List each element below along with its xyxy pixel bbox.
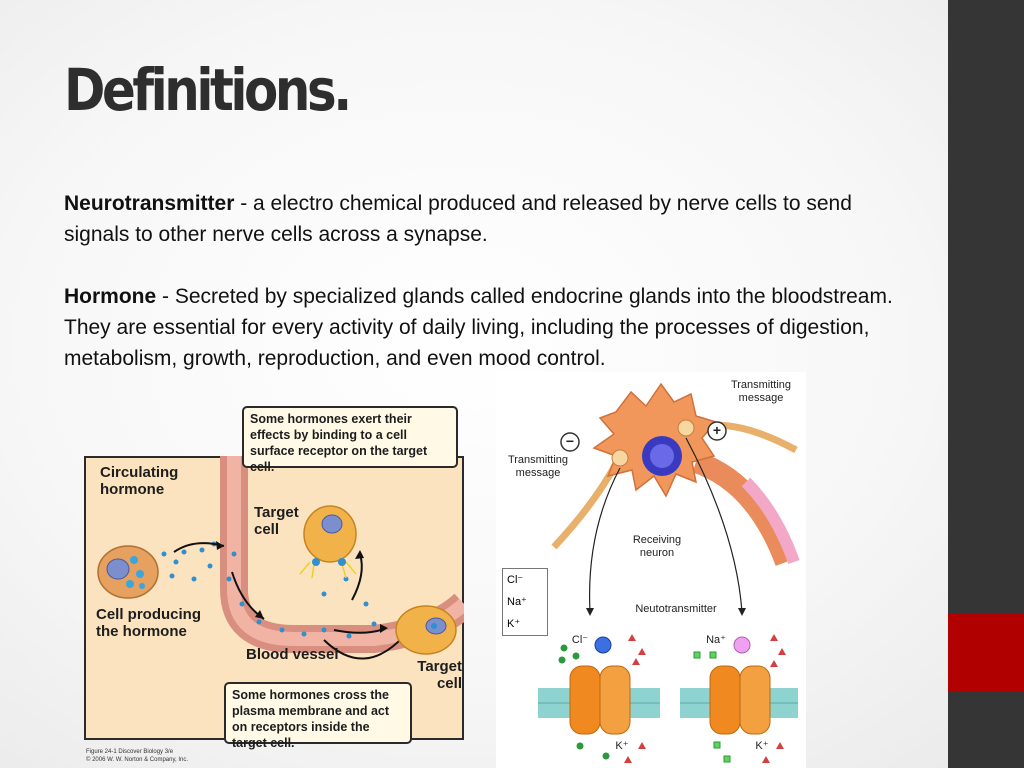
credit-line-2: © 2006 W. W. Norton & Company, Inc. (86, 757, 189, 763)
label-ion-k-right: K⁺ (755, 740, 769, 752)
minus-sign: − (565, 433, 575, 449)
term-neurotransmitter: Neurotransmitter (64, 192, 235, 215)
callout-inside-cell: Some hormones cross the plasma membrane … (224, 682, 412, 750)
legend-label-cl: Cl⁻ (507, 574, 524, 586)
definition-text-neurotransmitter: - a electro chemical produced and releas… (64, 192, 852, 246)
credit-line-1: Figure 24-1 Discover Biology 3/e (86, 749, 174, 755)
label-cell-producing: Cell producing the hormone (96, 606, 201, 640)
label-blood-vessel: Blood vessel (246, 646, 339, 663)
ion-legend: Cl⁻ Na⁺ K⁺ (502, 568, 548, 636)
label-transmitting-message-left: Transmitting message (507, 454, 569, 479)
neuron-diagram (530, 382, 800, 763)
definition-hormone: Hormone - Secreted by specialized glands… (64, 281, 904, 374)
label-transmitting-message-right: Transmitting message (730, 379, 792, 404)
label-target-cell-top: Target cell (254, 504, 299, 538)
legend-label-na: Na⁺ (507, 596, 527, 608)
legend-label-k: K⁺ (507, 618, 521, 630)
figure-credit: Figure 24-1 Discover Biology 3/e © 2006 … (86, 748, 188, 764)
label-ion-cl: Cl⁻ (571, 634, 589, 646)
definition-neurotransmitter: Neurotransmitter - a electro chemical pr… (64, 188, 904, 250)
legend-item-k: K⁺ (503, 613, 547, 635)
plus-sign: + (712, 422, 722, 438)
term-hormone: Hormone (64, 285, 157, 308)
callout-surface-receptor: Some hormones exert their effects by bin… (242, 406, 458, 474)
legend-item-na: Na⁺ (503, 591, 547, 613)
sidebar-accent-block (948, 614, 1024, 691)
hormone-diagram (97, 456, 464, 660)
definition-text-hormone: - Secreted by specialized glands called … (64, 285, 893, 370)
label-neurotransmitter: Neutotransmitter (635, 603, 717, 615)
label-receiving-neuron: Receiving neuron (632, 534, 682, 559)
label-circulating-hormone: Circulating hormone (100, 464, 179, 498)
hormone-figure: Circulating hormone Target cell Cell pro… (84, 404, 464, 768)
legend-item-cl: Cl⁻ (503, 569, 547, 591)
label-target-cell-bottom: Target cell (417, 658, 462, 692)
label-ion-k-left: K⁺ (615, 740, 629, 752)
label-ion-na: Na⁺ (706, 634, 726, 646)
slide-title: Definitions. (64, 56, 352, 124)
neuron-figure: Transmitting message Transmitting messag… (496, 372, 806, 768)
